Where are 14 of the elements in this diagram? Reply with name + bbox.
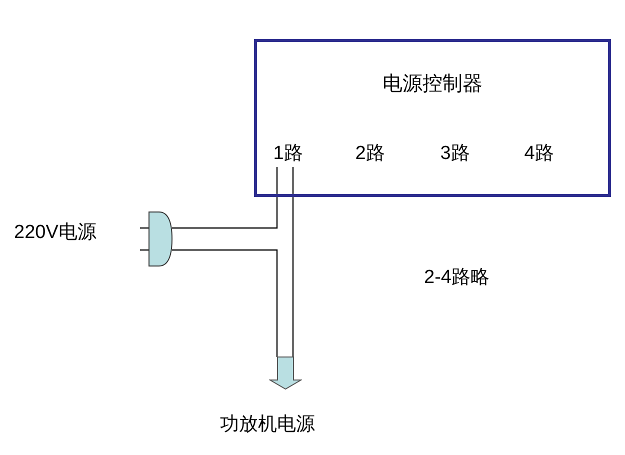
controller-title: 电源控制器 xyxy=(382,73,484,95)
channel-label: 2路 xyxy=(350,141,390,167)
plug-icon xyxy=(139,211,173,267)
wire xyxy=(292,167,294,357)
channel-label: 1路 xyxy=(268,141,308,167)
node-label: 220V电源 xyxy=(14,222,96,244)
node-label: 功放机电源 xyxy=(220,414,315,436)
output-arrow xyxy=(269,356,302,390)
wire xyxy=(172,249,278,357)
wire xyxy=(172,167,278,229)
channel-label: 4路 xyxy=(519,141,559,167)
channel-label: 3路 xyxy=(435,141,475,167)
controller-box xyxy=(254,39,611,197)
note: 2-4路略 xyxy=(424,267,490,289)
